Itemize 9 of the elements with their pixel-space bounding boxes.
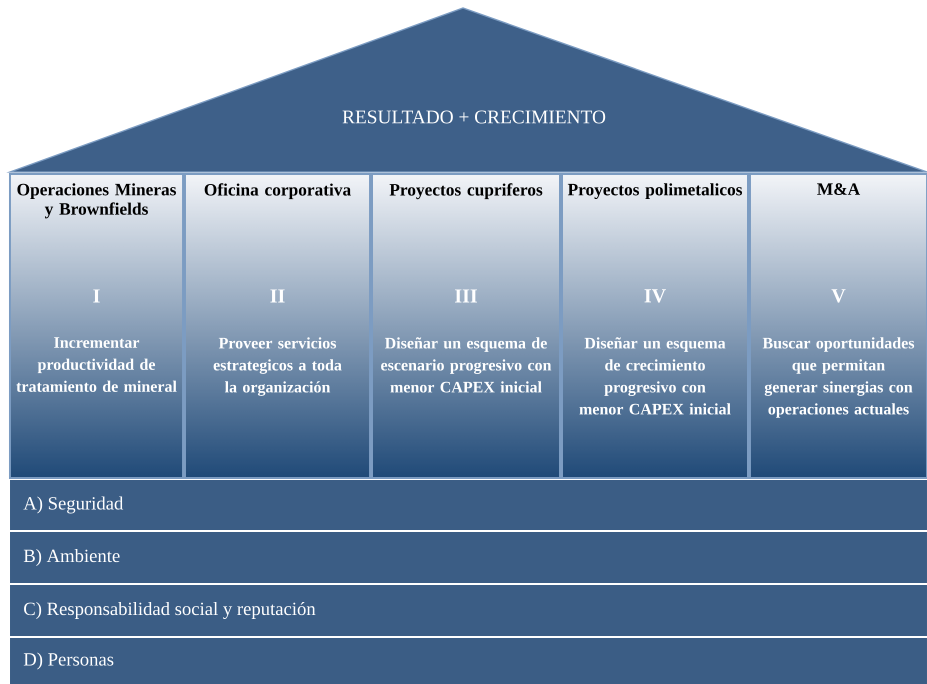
band-box: A) Seguridad [10, 480, 927, 530]
pillar-box: M&A V Buscar oportunidades que permitan generar sinergias con operaciones actuales [748, 173, 927, 479]
pillar-box: Proyectos polimetalicos IV Diseñar un esquema de crecimiento progresivo con menor CAPEX inicial [561, 173, 749, 479]
band-box: B) Ambiente [10, 532, 927, 583]
pillar-box: Proyectos cupriferos III Diseñar un esquema de escenario progresivo con menor CAPEX inicial [371, 173, 561, 479]
pillar-box: Oficina corporativa II Proveer servicios estrategicos a toda la organización [184, 173, 372, 479]
band-box: C) Responsabilidad social y reputación [10, 585, 927, 636]
band-box: D) Personas [10, 638, 927, 684]
pillar-box: Operaciones Mineras y Brownfields I Incrementar productividad de tratamiento de mineral [8, 173, 184, 479]
